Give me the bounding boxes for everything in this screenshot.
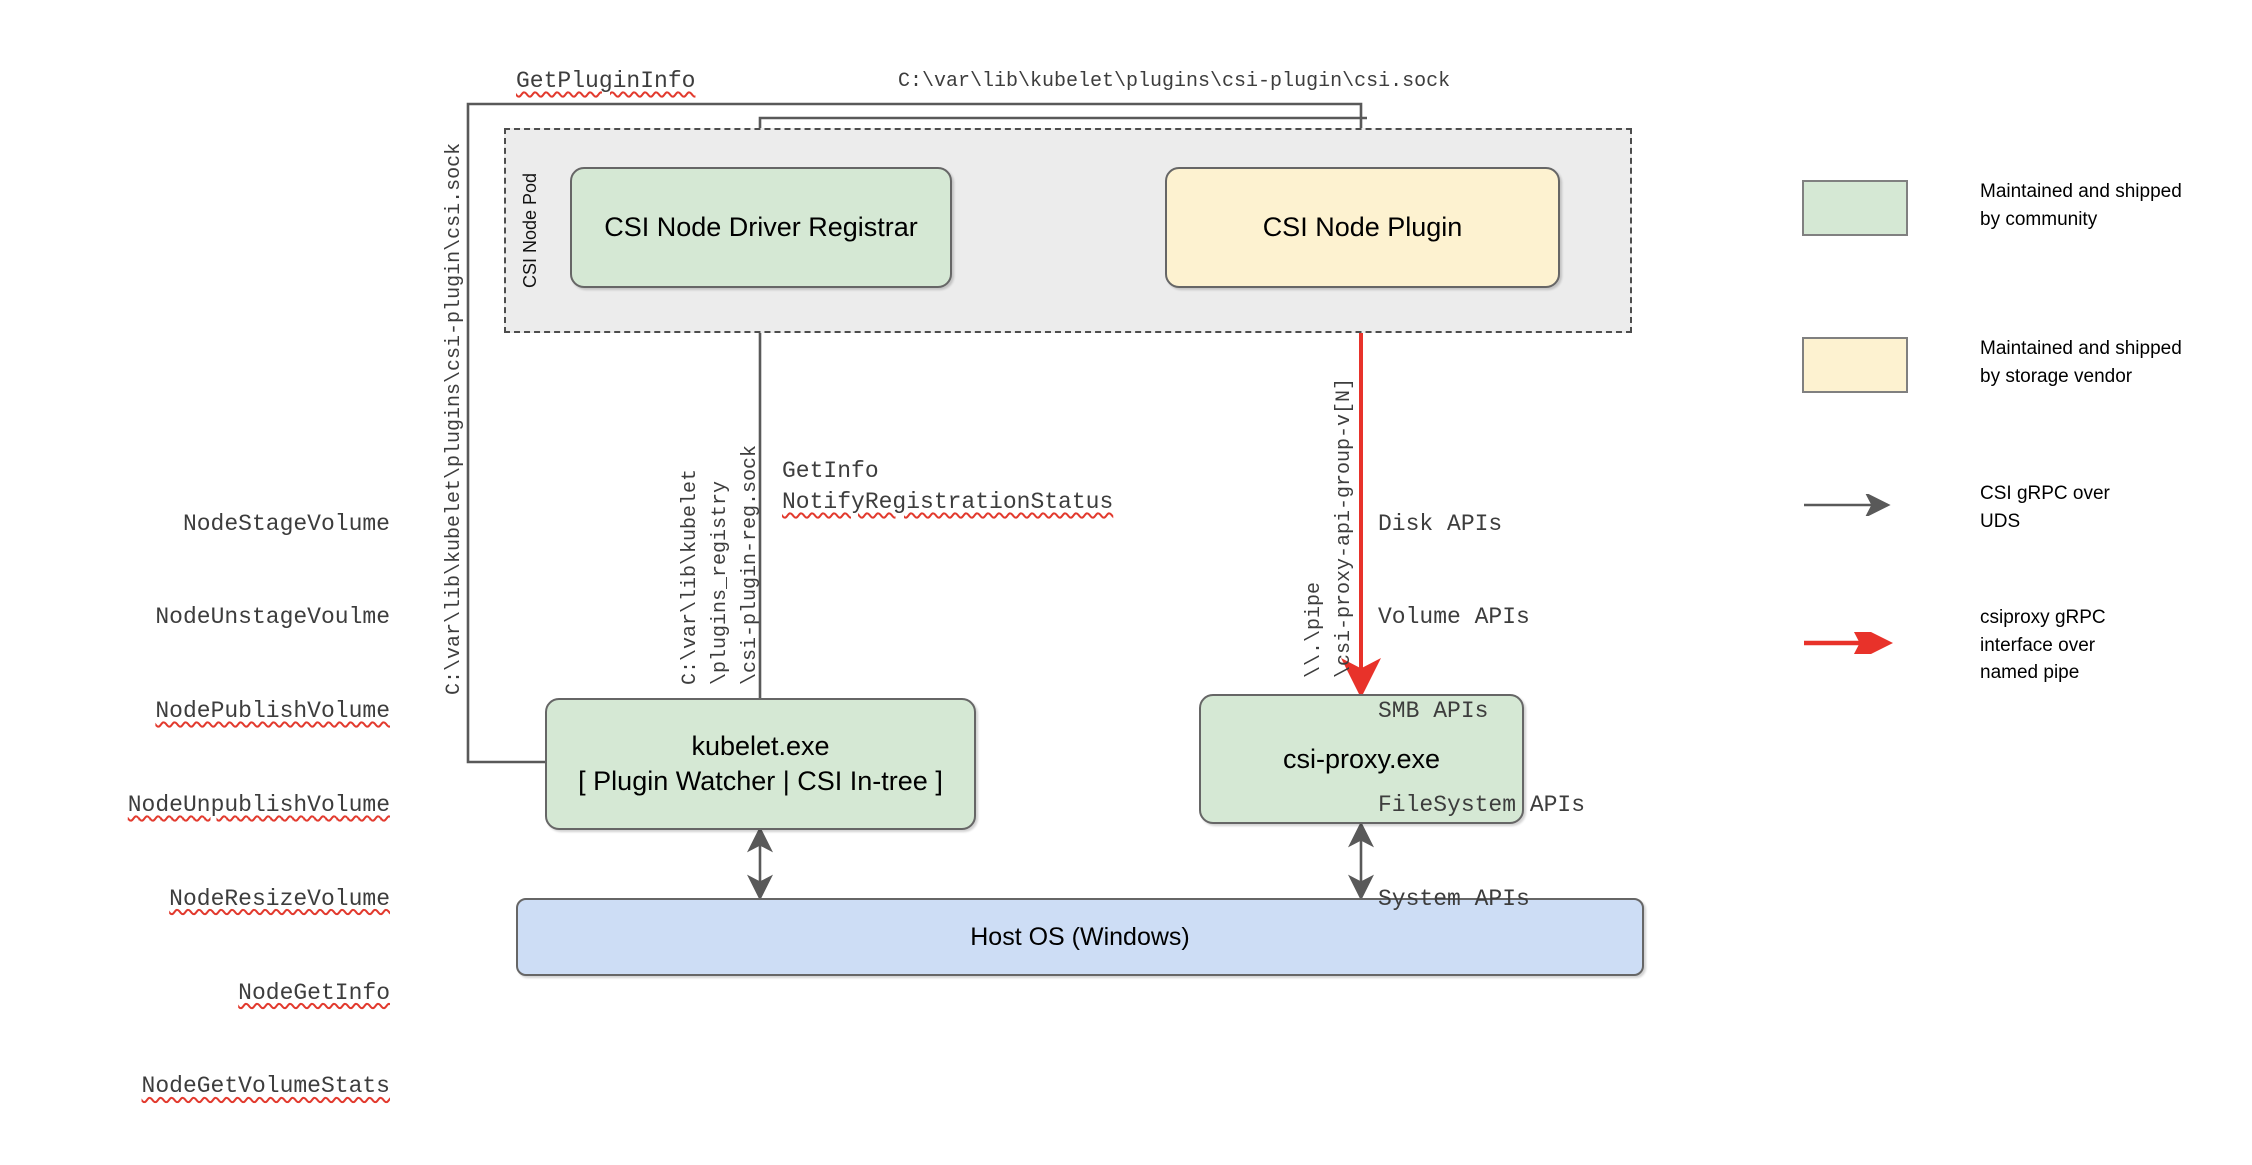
node-kubelet-exe[interactable]: kubelet.exe [ Plugin Watcher | CSI In-tr…	[545, 698, 976, 830]
annotation-csi-sock-path-top: C:\var\lib\kubelet\plugins\csi-plugin\cs…	[898, 70, 1451, 93]
annotation-plugins-registry-path: C:\var\lib\kubelet \plugins_registry \cs…	[676, 445, 766, 685]
path-line-3: \csi-plugin-reg.sock	[739, 444, 762, 685]
node-label: Host OS (Windows)	[970, 923, 1190, 951]
csi-proxy-api-list: Disk APIs Volume APIs SMB APIs FileSyste…	[1378, 446, 1698, 978]
api-item: FileSystem APIs	[1378, 791, 1586, 818]
legend-arrow-red	[1802, 620, 1908, 666]
node-csi-node-driver-registrar[interactable]: CSI Node Driver Registrar	[570, 167, 952, 288]
annotation-notifyregistrationstatus: NotifyRegistrationStatus	[782, 489, 1114, 515]
annotation-named-pipe-path: \\.\pipe \csi-proxy-api-group-v[N]	[1300, 368, 1360, 678]
api-item: System APIs	[1378, 885, 1530, 912]
annotation-csi-sock-path-vertical: C:\var\lib\kubelet\plugins\csi-plugin\cs…	[443, 142, 466, 695]
node-host-os[interactable]: Host OS (Windows)	[516, 898, 1644, 976]
csi-node-pod-label: CSI Node Pod	[520, 172, 540, 288]
annotation-getinfo: GetInfo	[782, 458, 879, 484]
node-label: csi-proxy.exe	[1282, 743, 1441, 774]
diagram-canvas: CSI Node Pod CSI Node Driver Regis	[128, 68, 2182, 1099]
api-item: Volume APIs	[1378, 604, 1530, 631]
pipe-line-2: \csi-proxy-api-group-v[N]	[1333, 377, 1356, 678]
kubelet-line-2: [ Plugin Watcher | CSI In-tree ]	[578, 766, 943, 796]
legend-arrow-gray	[1802, 492, 1908, 518]
legend-item-csiproxy-named-pipe: csiproxy gRPC interface over named pipe	[1802, 607, 2106, 687]
api-item: NodeStageVolume	[182, 510, 390, 537]
kubelet-line-1: kubelet.exe	[691, 731, 830, 762]
api-item: NodeUnpublishVolume	[127, 791, 390, 818]
legend-item-csi-grpc-uds: CSI gRPC over UDS	[1802, 483, 2110, 535]
legend-item-vendor: Maintained and shipped by storage vendor	[1802, 337, 2182, 393]
path-line-1: C:\var\lib\kubelet	[679, 468, 702, 685]
pipe-line-1: \\.\pipe	[1303, 581, 1326, 678]
api-item: NodeUnstageVoulme	[155, 604, 390, 631]
legend-swatch-green	[1802, 180, 1908, 236]
node-service-api-list: NodeStageVolume NodeUnstageVoulme NodePu…	[60, 446, 390, 1165]
wire-getplugininfo	[466, 102, 1374, 764]
api-item: NodeGetInfo	[238, 979, 390, 1006]
node-label: CSI Node Driver Registrar	[604, 212, 918, 243]
legend-label: csiproxy gRPC interface over named pipe	[1980, 607, 2106, 684]
node-csi-node-plugin[interactable]: CSI Node Plugin	[1165, 167, 1560, 288]
api-item: SMB APIs	[1378, 698, 1489, 725]
annotation-getplugininfo: GetPluginInfo	[516, 68, 696, 94]
api-item: NodeGetVolumeStats	[141, 1073, 390, 1100]
node-label: CSI Node Plugin	[1262, 212, 1463, 243]
api-item: Disk APIs	[1378, 510, 1503, 537]
path-line-2: \plugins_registry	[709, 480, 732, 685]
legend-swatch-yellow	[1802, 337, 1908, 393]
legend-label: Maintained and shipped by community	[1980, 181, 2182, 230]
api-item: NodePublishVolume	[155, 698, 390, 725]
legend-item-community: Maintained and shipped by community	[1802, 180, 2182, 236]
legend-label: Maintained and shipped by storage vendor	[1980, 338, 2182, 387]
legend-label: CSI gRPC over UDS	[1980, 483, 2110, 532]
api-item: NodeResizeVolume	[169, 885, 390, 912]
